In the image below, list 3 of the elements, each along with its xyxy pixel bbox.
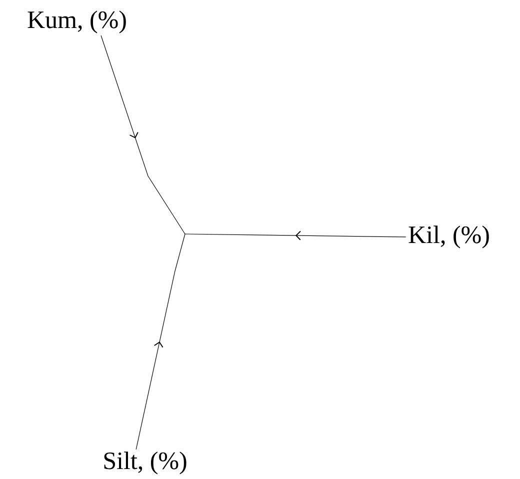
axis-label: Silt, (%) [104, 452, 186, 474]
axis-label: Kil, (%) [408, 226, 489, 248]
axis-label: Kum, (%) [28, 10, 126, 34]
